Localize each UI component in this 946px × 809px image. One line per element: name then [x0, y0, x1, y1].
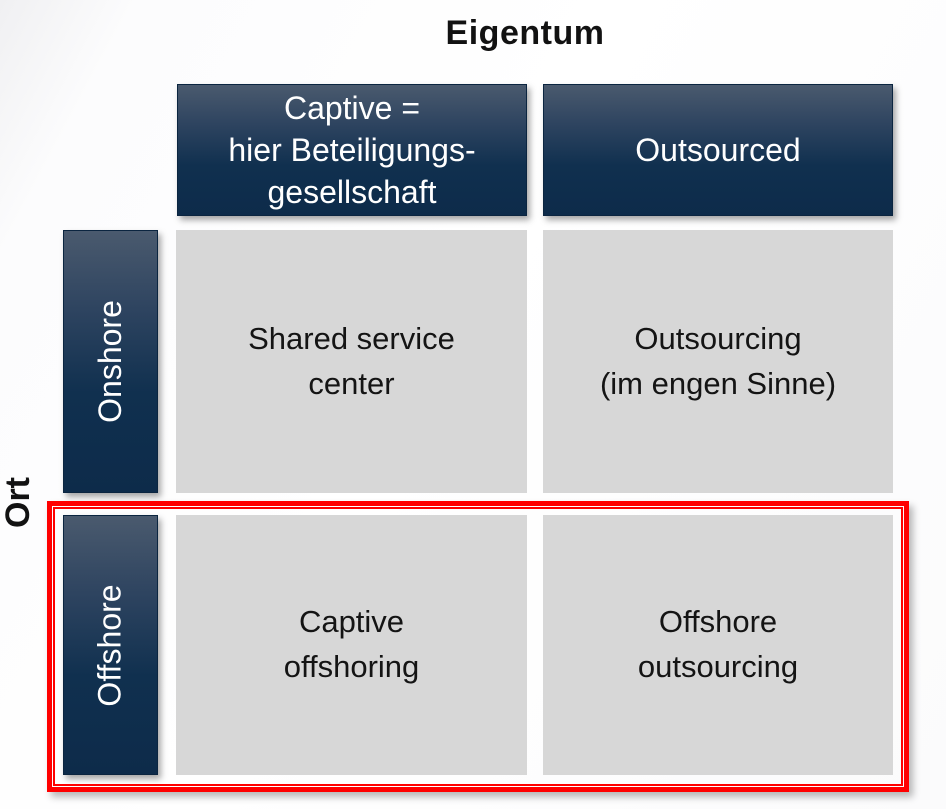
- y-axis-title-container: Ort: [0, 230, 37, 775]
- column-header-captive: Captive = hier Beteiligungs- gesellschaf…: [177, 84, 527, 216]
- y-axis-title-ort: Ort: [0, 477, 37, 528]
- cell-offshore-captive-label: Captive offshoring: [283, 604, 420, 684]
- column-header-captive-label: Captive = hier Beteiligungs- gesellschaf…: [228, 89, 476, 211]
- row-header-onshore-label: Onshore: [92, 300, 129, 423]
- cell-offshore-outsourced-label: Offshore outsourcing: [637, 604, 799, 684]
- row-header-offshore: Offshore: [63, 515, 158, 775]
- cell-onshore-outsourced: Outsourcing (im engen Sinne): [543, 230, 893, 493]
- x-axis-title-eigentum: Eigentum: [445, 14, 605, 52]
- column-header-outsourced: Outsourced: [543, 84, 893, 216]
- cell-offshore-outsourced: Offshore outsourcing: [543, 515, 893, 775]
- cell-onshore-captive: Shared service center: [176, 230, 527, 493]
- cell-offshore-captive: Captive offshoring: [176, 515, 527, 775]
- row-header-onshore: Onshore: [63, 230, 158, 493]
- row-header-offshore-label: Offshore: [92, 583, 129, 707]
- cell-onshore-captive-label: Shared service center: [248, 320, 455, 401]
- cell-onshore-outsourced-label: Outsourcing (im engen Sinne): [599, 320, 837, 401]
- column-header-outsourced-label: Outsourced: [635, 131, 801, 168]
